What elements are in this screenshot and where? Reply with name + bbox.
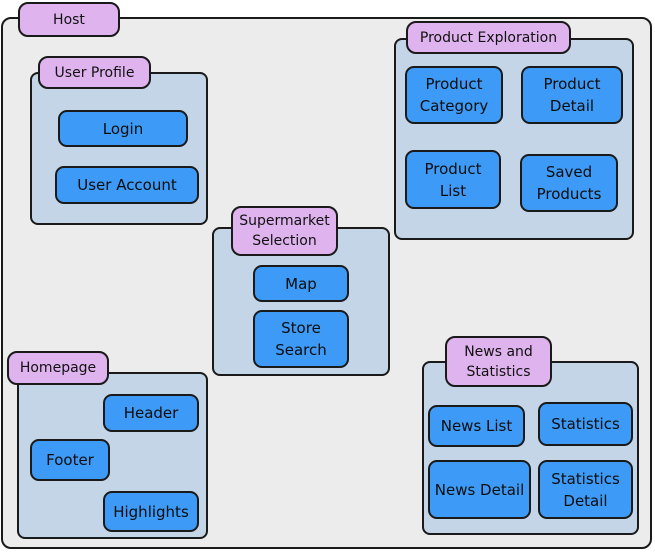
product-exploration-label: Product Exploration bbox=[406, 21, 571, 54]
header-node: Header bbox=[103, 394, 199, 432]
statistics-detail-node: Statistics Detail bbox=[538, 460, 633, 519]
supermarket-selection-label: Supermarket Selection bbox=[231, 206, 338, 256]
saved-products-node: Saved Products bbox=[520, 154, 618, 212]
host-label: Host bbox=[18, 2, 120, 37]
login-node: Login bbox=[58, 110, 188, 147]
highlights-node: Highlights bbox=[103, 491, 199, 532]
news-detail-node: News Detail bbox=[428, 460, 531, 519]
news-list-node: News List bbox=[428, 405, 525, 447]
user-account-node: User Account bbox=[55, 166, 199, 204]
news-statistics-label: News and Statistics bbox=[445, 336, 552, 387]
store-search-node: Store Search bbox=[253, 310, 349, 368]
map-node: Map bbox=[253, 265, 349, 302]
product-list-node: Product List bbox=[405, 150, 501, 209]
statistics-node: Statistics bbox=[538, 402, 633, 446]
footer-node: Footer bbox=[30, 439, 110, 481]
product-detail-node: Product Detail bbox=[521, 66, 623, 124]
user-profile-label: User Profile bbox=[38, 56, 151, 89]
homepage-label: Homepage bbox=[7, 351, 109, 385]
product-category-node: Product Category bbox=[405, 66, 503, 124]
